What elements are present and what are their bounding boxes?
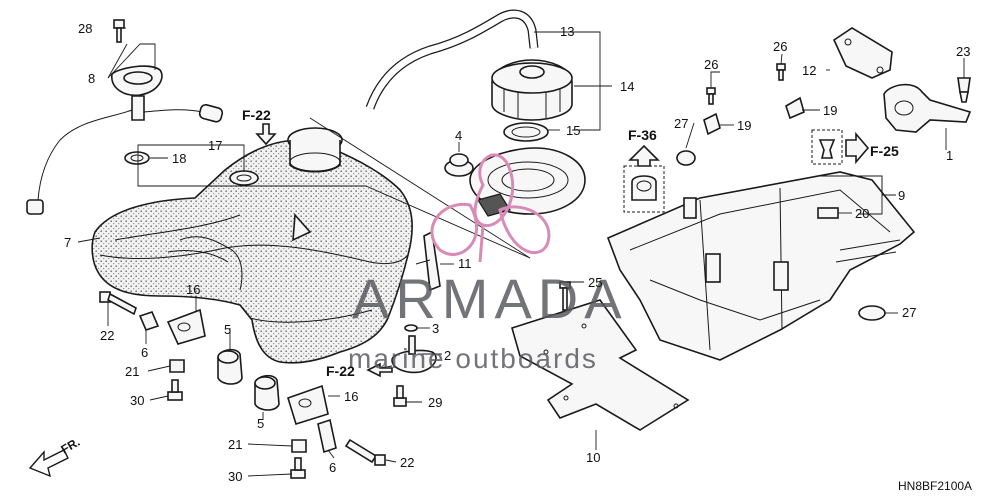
diagram-code: HN8BF2100A [898,479,972,493]
callout-19-left: 19 [737,118,751,133]
skid-plate-10 [511,299,690,431]
arrow-fr-direction [28,449,69,478]
callout-28: 28 [78,21,92,36]
reference-labels: F-22 F-22 F-36 F-25 [242,107,899,379]
arrow-f25-right [845,131,870,165]
clip-19-right [785,96,805,120]
callout-16-lower: 16 [344,389,358,404]
callout-3: 3 [432,321,439,336]
callout-22-upper: 22 [100,328,114,343]
callout-20: 20 [855,206,869,221]
callout-23: 23 [956,44,970,59]
arrow-f36-up [628,144,660,167]
plug-27-left [676,150,696,166]
bolt-28 [113,19,125,43]
callout-13: 13 [560,24,574,39]
callout-30-upper: 30 [130,393,144,408]
fuel-tank [91,127,413,364]
nut-21-lower [291,439,307,453]
bolt-22-lower [344,438,386,466]
callout-9: 9 [898,188,905,203]
callout-5-lower: 5 [257,416,264,431]
callout-4: 4 [455,128,462,143]
watermark-brand: ARMADA [352,267,628,330]
clip-19-left [703,112,721,136]
callout-27-left: 27 [674,116,688,131]
callout-6-lower: 6 [329,460,336,475]
screw-26-left [706,87,716,105]
under-tray-9 [606,171,916,361]
callout-19-right: 19 [823,103,837,118]
watermark-logo [430,153,551,263]
callout-27-right: 27 [902,305,916,320]
bracket-1 [883,83,972,133]
collar-6-lower [317,418,337,454]
bolt-29 [393,385,407,407]
clip-11 [415,230,441,292]
ref-f25: F-25 [870,143,899,159]
callout-17: 17 [208,138,222,153]
rubber-mount-5-upper [217,348,243,385]
band-clip-f36 [623,165,665,213]
screw-26-right [776,63,786,81]
callout-30-lower: 30 [228,469,242,484]
watermark-tagline: marine outboards [348,343,598,374]
arrow-f22-bottom-right [366,362,393,378]
callout-labels: 1 2 3 4 5 5 6 6 7 8 9 10 11 12 13 14 15 … [64,21,970,484]
callout-8: 8 [88,71,95,86]
bracket-16-upper [166,308,206,345]
bolt-22-upper [99,291,137,316]
fuel-pump-flange [26,65,224,215]
callout-11: 11 [458,256,472,271]
leader-lines [77,27,965,477]
callout-21-lower: 21 [228,437,242,452]
callout-21-upper: 21 [125,364,139,379]
gasket-on-tank [229,170,259,186]
callout-14: 14 [620,79,634,94]
watermark: ARMADA marine outboards [348,153,628,374]
callout-12: 12 [802,63,816,78]
callout-29: 29 [428,395,442,410]
ref-f22-top: F-22 [242,107,271,123]
nut-21-upper [169,359,185,373]
ref-f22-bottom: F-22 [326,363,355,379]
bolt-30-lower [290,457,306,479]
grommet-4 [444,153,474,177]
bracket-12 [832,27,893,79]
ref-f36: F-36 [628,127,657,143]
breather-hose [365,9,539,110]
clip-f25 [811,129,843,165]
callout-16-upper: 16 [186,282,200,297]
callout-15: 15 [566,123,580,138]
rubber-mount-5-lower [254,374,280,411]
bracket-16-lower [287,384,329,426]
callout-6-upper: 6 [141,345,148,360]
cap-gasket-15 [503,122,549,142]
collar-6-upper [138,311,160,331]
fuel-cap [491,59,573,121]
callout-7: 7 [64,235,71,250]
bracket-2 [391,335,437,374]
callout-25: 25 [588,275,602,290]
callout-18: 18 [172,151,186,166]
callout-26-left: 26 [704,57,718,72]
cushion-20 [817,207,839,219]
arrow-f22-top-down [255,123,277,146]
bolt-30-upper [167,379,183,401]
bolt-25 [559,281,571,311]
callout-2: 2 [444,348,451,363]
plug-27-right [858,305,886,321]
callout-5-upper: 5 [224,322,231,337]
gasket-18 [124,151,150,165]
clip-23 [957,77,971,103]
callout-10: 10 [586,450,600,465]
callout-22-lower: 22 [400,455,414,470]
callout-26-right: 26 [773,39,787,54]
callout-1: 1 [946,148,953,163]
